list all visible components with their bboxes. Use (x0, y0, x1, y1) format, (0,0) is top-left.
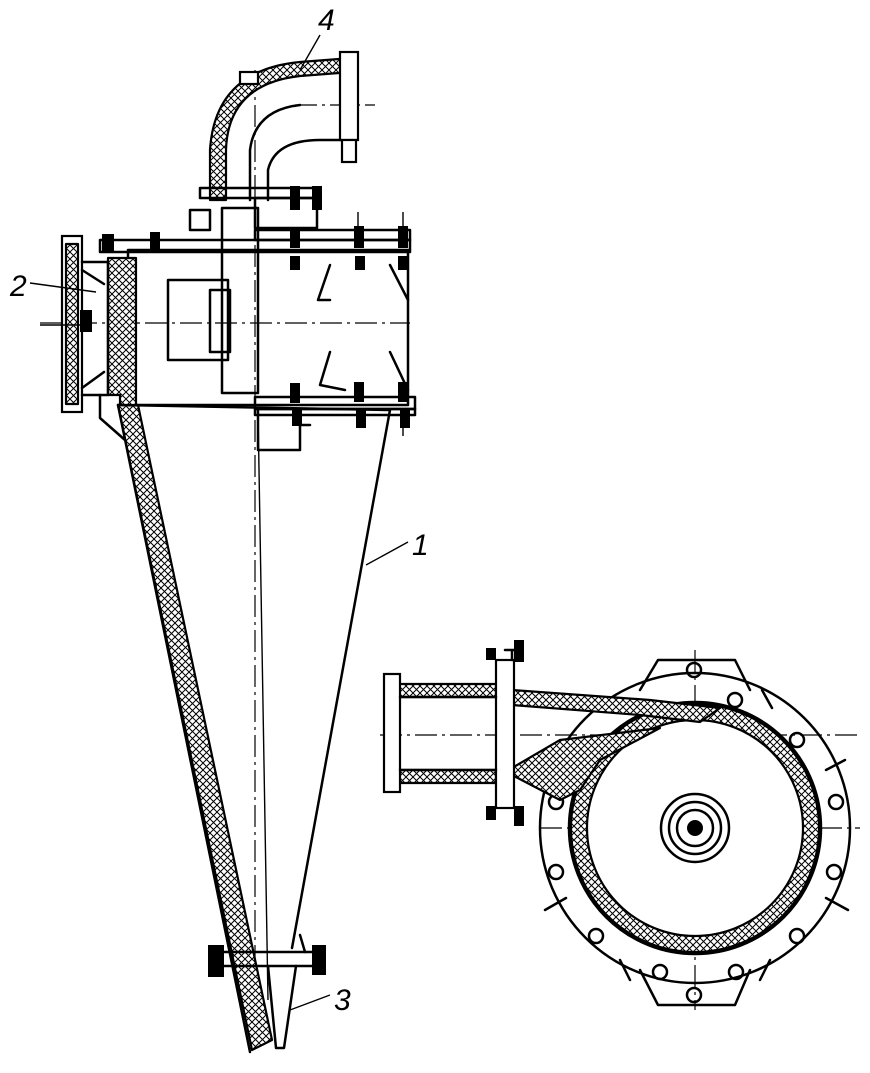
vortex-finder (220, 206, 312, 452)
apex-outlet (208, 933, 326, 1050)
bolt-holes (547, 691, 845, 981)
inlet-channel-bottom-lining (510, 726, 662, 802)
leader-2 (29, 282, 97, 293)
bottom-lug (638, 968, 752, 1007)
top-cover (98, 212, 417, 436)
callout-1: 1 (412, 529, 429, 562)
top-lug (638, 658, 752, 692)
callout-labels: 1 2 3 4 (9, 4, 429, 1017)
inlet-pipe (40, 234, 127, 442)
leader-3 (289, 994, 331, 1011)
plan-view-section (380, 640, 860, 1010)
chamber-wall (126, 248, 410, 407)
chamber-lining (106, 256, 138, 407)
central-outlet-rings (659, 792, 731, 864)
callout-2: 2 (9, 270, 27, 303)
callout-4: 4 (318, 4, 335, 37)
leader-4 (299, 34, 321, 71)
flange-segment-ticks (543, 688, 850, 982)
leader-1 (365, 541, 409, 566)
outer-flange-ring (538, 671, 852, 985)
outlet-elbow (188, 50, 360, 232)
side-view-section (29, 34, 417, 1054)
elbow-outer-wall (208, 56, 354, 202)
inlet-nozzle (382, 640, 524, 826)
cone-body (116, 403, 392, 1054)
callout-3: 3 (334, 984, 351, 1017)
cylindrical-chamber (106, 248, 410, 407)
